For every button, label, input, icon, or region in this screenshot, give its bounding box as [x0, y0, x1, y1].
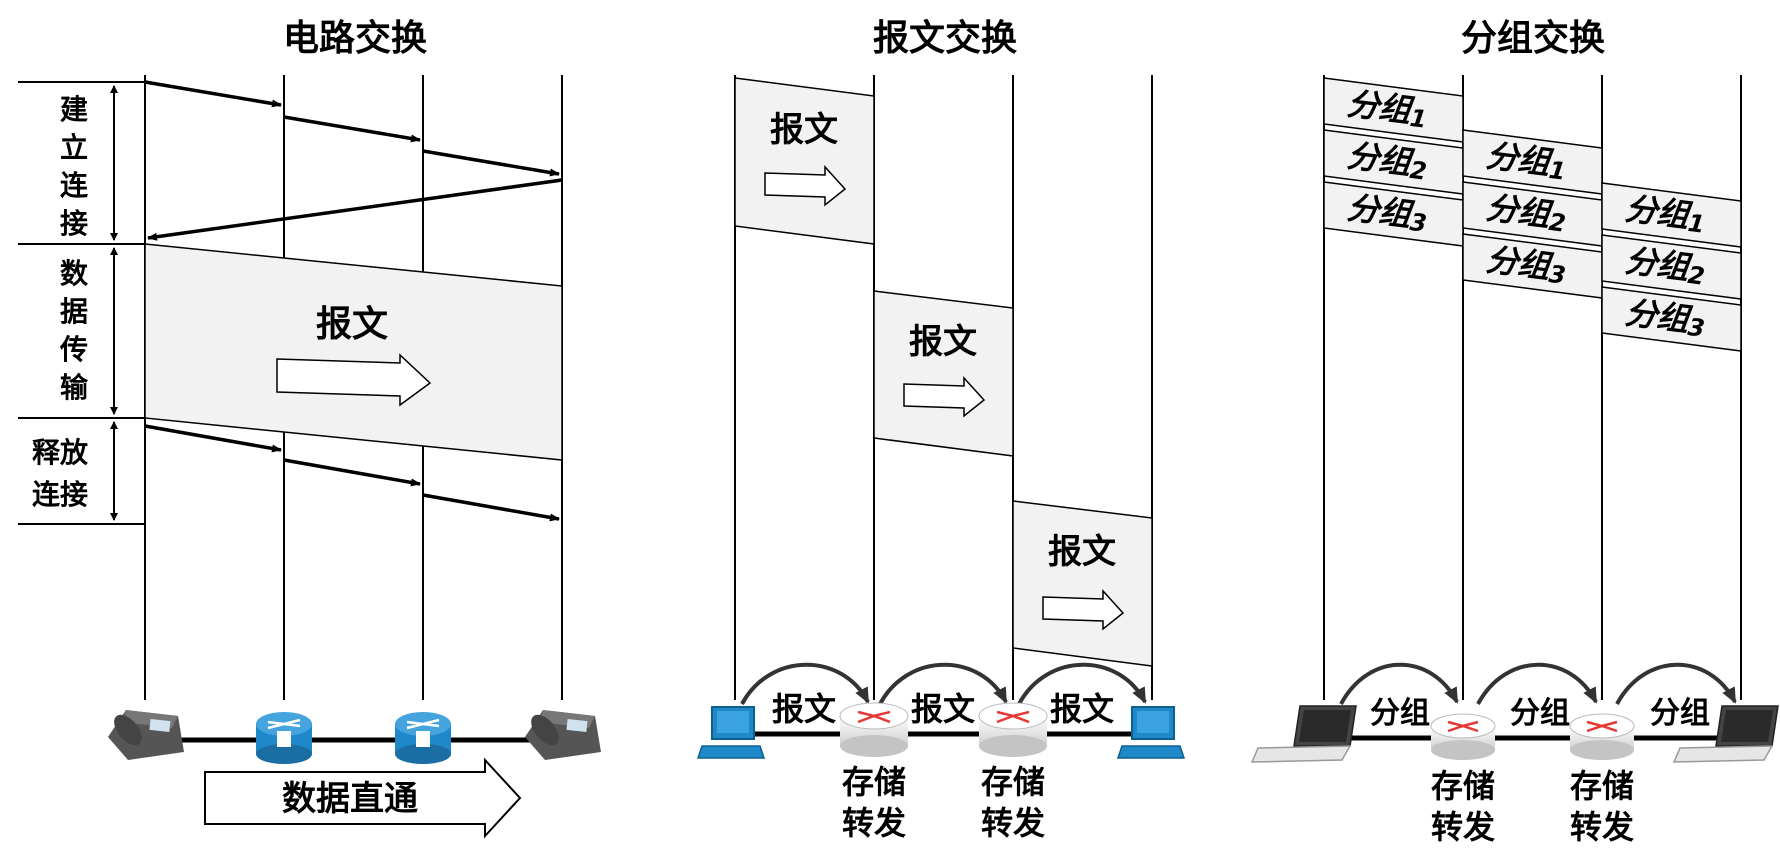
svg-text:存储: 存储 [842, 763, 906, 801]
store-forward-label: 存储 转发 [981, 763, 1045, 842]
link-label: 分组 [1510, 696, 1570, 731]
link-label: 分组 [1370, 696, 1430, 731]
svg-text:转发: 转发 [842, 804, 906, 842]
circuit-switching-panel: 电路交换 建 立 连 接 数 据 [18, 17, 601, 839]
release-signals [144, 424, 560, 522]
svg-text:存储: 存储 [981, 763, 1045, 801]
svg-text:接: 接 [60, 207, 88, 240]
circuit-message-band: 报文 [144, 243, 563, 461]
svg-text:转发: 转发 [1431, 808, 1495, 846]
circuit-message-label: 报文 [316, 304, 388, 345]
svg-text:输: 输 [60, 371, 89, 404]
svg-text:建: 建 [60, 93, 88, 126]
router-icon [839, 702, 909, 757]
svg-text:数: 数 [60, 257, 89, 290]
packet-box: 分组2 [1323, 129, 1464, 195]
phase-brackets [18, 81, 145, 525]
direction-arrow-icon [903, 376, 986, 418]
svg-text:连: 连 [60, 169, 89, 202]
svg-text:报文: 报文 [909, 322, 977, 362]
svg-text:存储: 存储 [1570, 767, 1634, 805]
laptop-icon [1672, 705, 1779, 763]
router-icon [1430, 713, 1496, 760]
message-box-hop-2: 报文 [873, 290, 1014, 457]
svg-text:连接: 连接 [32, 478, 88, 511]
circuit-switching-title: 电路交换 [283, 17, 427, 59]
packet-box: 分组1 [1323, 77, 1464, 143]
svg-text:传: 传 [59, 333, 88, 366]
svg-text:据: 据 [60, 295, 88, 328]
store-forward-label: 存储 转发 [1431, 767, 1495, 846]
direct-path-label: 数据直通 [282, 779, 418, 819]
packet-box: 分组2 [1601, 234, 1742, 300]
packet-switching-title: 分组交换 [1461, 17, 1605, 59]
message-box-hop-1: 报文 [734, 77, 875, 245]
direct-path-arrow: 数据直通 [204, 757, 522, 839]
computer-icon [696, 706, 766, 759]
hop-arrows [1339, 662, 1737, 705]
packet-box: 分组2 [1462, 181, 1603, 247]
phase-label-transfer: 数 据 传 输 [59, 257, 89, 404]
packet-box: 分组3 [1601, 286, 1742, 352]
direction-arrow-icon [276, 353, 432, 407]
svg-text:释放: 释放 [32, 436, 89, 469]
store-forward-label: 存储 转发 [842, 763, 906, 842]
laptop-icon [1250, 705, 1357, 763]
direction-arrow-icon [1042, 589, 1125, 631]
message-switching-title: 报文交换 [873, 17, 1017, 59]
phone-icon [525, 710, 601, 760]
phone-icon [108, 710, 184, 760]
hop-arrows [740, 662, 1147, 705]
link-label: 报文 [1050, 690, 1114, 728]
setup-signals [144, 80, 563, 241]
packet-box: 分组3 [1323, 181, 1464, 247]
svg-text:转发: 转发 [1570, 808, 1634, 846]
link-label: 分组 [1650, 696, 1710, 731]
phase-label-setup: 建 立 连 接 [60, 93, 89, 240]
direction-arrow-icon [764, 165, 847, 207]
svg-text:立: 立 [60, 131, 88, 164]
router-icon [1569, 713, 1635, 760]
svg-text:转发: 转发 [981, 804, 1045, 842]
message-switching-panel: 报文交换 报文 报文 报文 报文 报文 [696, 17, 1186, 842]
router-icon [978, 702, 1048, 757]
message-box-hop-3: 报文 [1012, 500, 1153, 667]
switch-icon [395, 712, 451, 764]
svg-text:报文: 报文 [1048, 532, 1116, 572]
switch-icon [256, 712, 312, 764]
link-label: 报文 [772, 690, 836, 728]
store-forward-label: 存储 转发 [1570, 767, 1634, 846]
phase-label-release: 释放 连接 [32, 436, 89, 511]
link-label: 报文 [911, 690, 975, 728]
svg-text:存储: 存储 [1431, 767, 1495, 805]
computer-icon [1116, 706, 1186, 759]
svg-text:报文: 报文 [770, 110, 838, 150]
packet-box: 分组1 [1601, 182, 1742, 248]
